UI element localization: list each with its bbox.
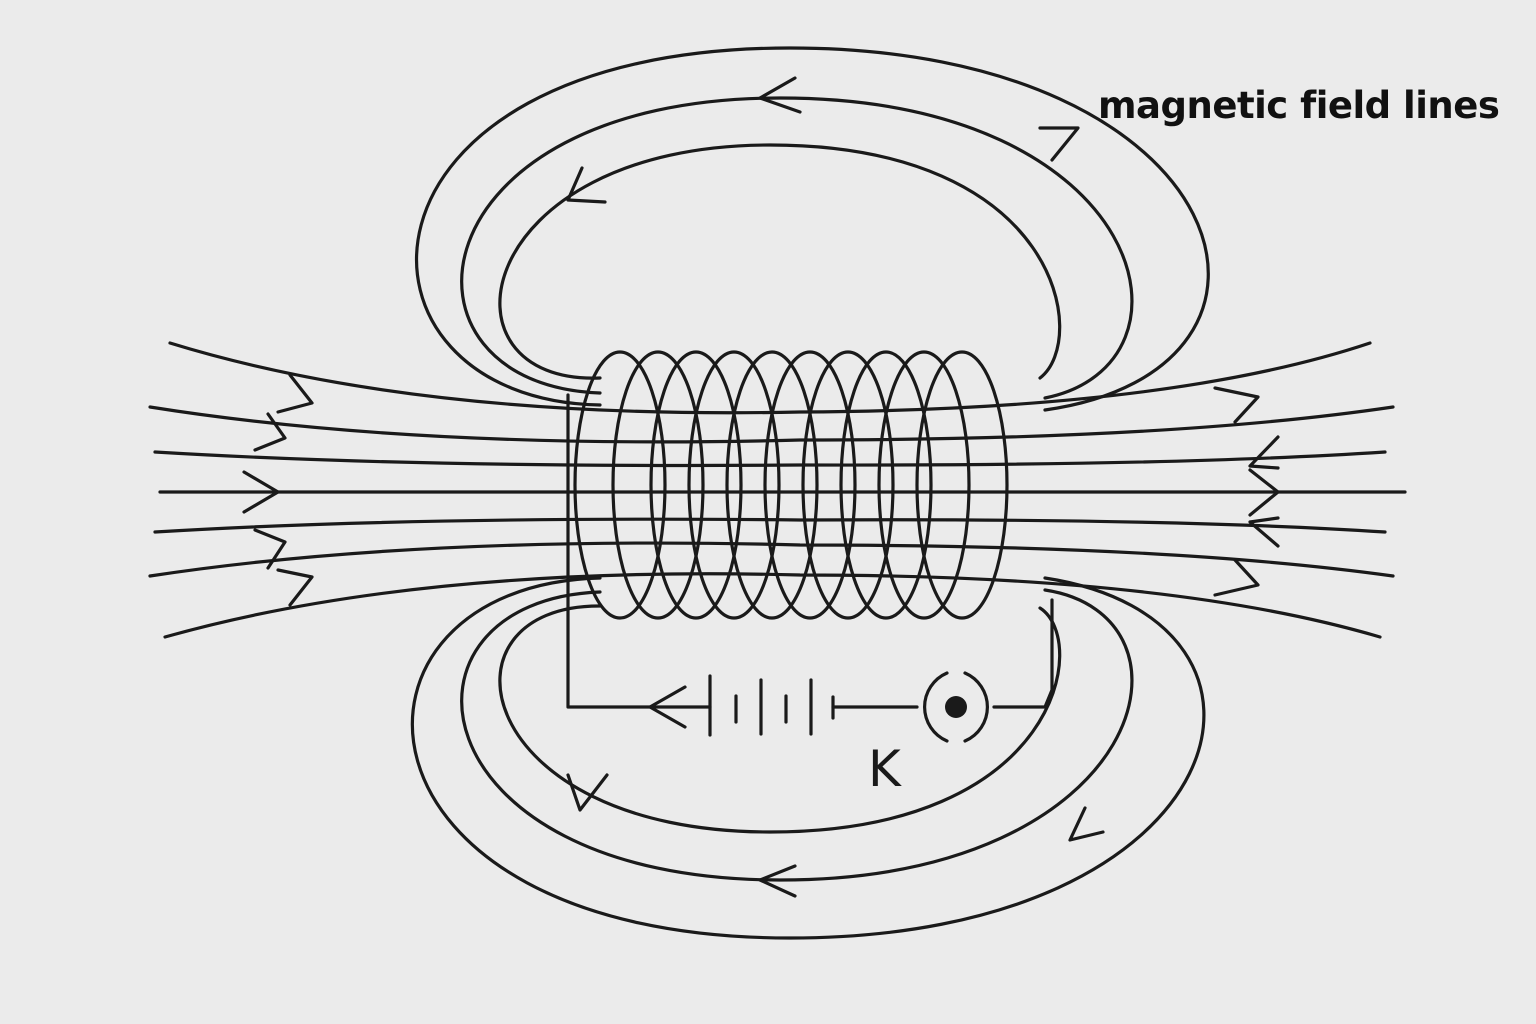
coil-turn	[611, 350, 705, 620]
coil-turn	[763, 350, 857, 620]
key-switch-icon	[922, 671, 990, 743]
coil-turn	[839, 350, 933, 620]
arrow-icon	[253, 528, 287, 570]
field-line-loop	[498, 143, 1062, 380]
field-line-loop	[460, 96, 1134, 400]
circuit-wire	[566, 393, 712, 709]
arrow-icon	[1068, 806, 1105, 842]
arrow-icon	[253, 412, 287, 452]
coil-turn	[725, 350, 819, 620]
arrow-icon	[1038, 126, 1080, 162]
arrow-icon	[758, 76, 802, 114]
circuit-wire	[992, 598, 1054, 709]
arrow-icon	[566, 166, 607, 204]
field-line	[163, 572, 1382, 639]
current-arrow-icon	[648, 685, 687, 729]
battery-icon	[708, 674, 835, 737]
key-label: K	[868, 740, 901, 798]
coil-turn	[649, 350, 743, 620]
arrow-icon	[1248, 468, 1280, 517]
field-lines	[148, 46, 1407, 940]
arrow-icon	[1213, 558, 1260, 597]
circuit	[566, 393, 1054, 743]
field-line	[153, 517, 1387, 534]
coil-turn	[801, 350, 895, 620]
field-line	[153, 450, 1387, 468]
arrow-icon	[1213, 386, 1260, 424]
solenoid-coil	[573, 350, 1009, 620]
field-line	[148, 405, 1395, 444]
arrow-icon	[1248, 516, 1280, 548]
field-line	[168, 341, 1372, 415]
arrow-icon	[758, 864, 797, 898]
field-line-loop	[498, 604, 1062, 834]
field-line-loop	[410, 576, 1206, 940]
diagram-title: magnetic field lines	[1098, 84, 1500, 127]
field-line-loop	[460, 588, 1134, 882]
coil-turn	[573, 350, 667, 620]
arrow-icon	[276, 373, 314, 414]
arrow-icon	[242, 470, 280, 514]
field-line-loop	[415, 46, 1210, 412]
coil-turn	[877, 350, 971, 620]
arrow-icon	[566, 773, 609, 812]
arrow-icon	[276, 568, 314, 607]
field-line	[148, 541, 1395, 578]
coil-turn	[915, 350, 1009, 620]
coil-turn	[687, 350, 781, 620]
arrow-icon	[1248, 435, 1280, 470]
